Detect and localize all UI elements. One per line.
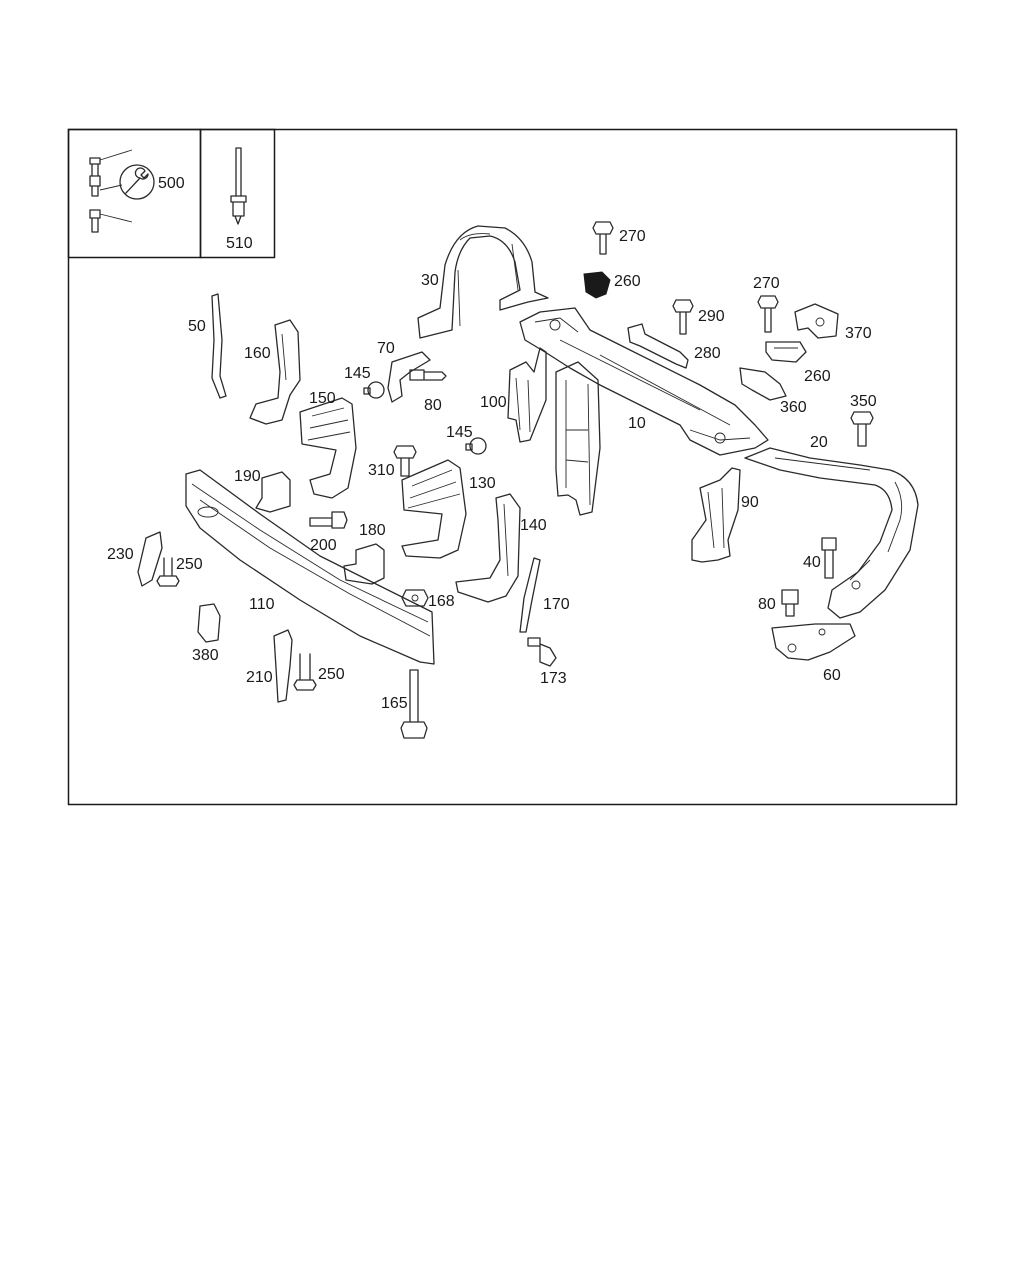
- part-140-strut: [455, 493, 521, 603]
- part-210-bracket: [273, 629, 293, 703]
- callout-90: 90: [741, 494, 759, 511]
- bolt-200: [309, 511, 348, 529]
- callout-200: 200: [310, 537, 337, 554]
- callout-80b: 80: [758, 596, 776, 613]
- bolt-270b: [757, 295, 779, 333]
- part-370-clip: [794, 303, 839, 339]
- callout-260b: 260: [804, 368, 831, 385]
- callout-50: 50: [188, 318, 206, 335]
- bolt-80b: [781, 589, 799, 617]
- legend-part-number-510: 510: [226, 235, 253, 252]
- callout-370: 370: [845, 325, 872, 342]
- diagram-frame: [67, 128, 958, 806]
- callout-230: 230: [107, 546, 134, 563]
- part-110-bumper-beam: [185, 469, 435, 665]
- callout-130: 130: [469, 475, 496, 492]
- bolt-250b: [293, 653, 317, 691]
- callout-100: 100: [480, 394, 507, 411]
- callout-270b: 270: [753, 275, 780, 292]
- callout-270a: 270: [619, 228, 646, 245]
- wrench-icon: [119, 164, 155, 200]
- callout-170: 170: [543, 596, 570, 613]
- bolt-40: [821, 537, 837, 579]
- part-90-bracket: [691, 467, 741, 563]
- callout-30: 30: [421, 272, 439, 289]
- callout-40: 40: [803, 554, 821, 571]
- part-10-cross-member: [519, 307, 769, 456]
- part-30-bracket: [417, 225, 549, 339]
- part-50-strap: [211, 293, 227, 399]
- part-260b-clip: [765, 341, 807, 363]
- bolt-290: [672, 299, 694, 335]
- callout-150: 150: [309, 390, 336, 407]
- bolt-270a: [592, 221, 614, 255]
- nut-168: [401, 589, 429, 607]
- callout-168: 168: [428, 593, 455, 610]
- legend-part-number-500: 500: [158, 175, 185, 192]
- callout-180: 180: [359, 522, 386, 539]
- part-160-bracket: [249, 319, 301, 425]
- bolt-165: [400, 669, 428, 739]
- callout-290: 290: [698, 308, 725, 325]
- callout-20: 20: [810, 434, 828, 451]
- clip-145b: [465, 437, 487, 455]
- callout-260a: 260: [614, 273, 641, 290]
- legend-box-rivet: [199, 128, 276, 259]
- legend-box-wrench: [67, 128, 202, 259]
- part-150-bracket: [299, 397, 357, 499]
- clip-145a: [363, 381, 385, 399]
- callout-145b: 145: [446, 424, 473, 441]
- part-180-bracket: [343, 543, 385, 585]
- part-280-strut: [627, 323, 689, 369]
- part-70-bracket: [387, 351, 431, 403]
- callout-250a: 250: [176, 556, 203, 573]
- part-10-vertical-member: [555, 361, 601, 516]
- callout-280: 280: [694, 345, 721, 362]
- callout-310: 310: [368, 462, 395, 479]
- bolt-250a: [156, 557, 180, 587]
- callout-210: 210: [246, 669, 273, 686]
- callout-165: 165: [381, 695, 408, 712]
- callout-250b: 250: [318, 666, 345, 683]
- part-380-clip: [197, 603, 221, 643]
- rivet-icon: [230, 147, 247, 225]
- part-130-bracket: [401, 459, 467, 559]
- callout-380: 380: [192, 647, 219, 664]
- callout-350: 350: [850, 393, 877, 410]
- part-170-strap: [519, 557, 541, 633]
- part-260a-clip: [583, 271, 611, 299]
- callout-80a: 80: [424, 397, 442, 414]
- callout-70: 70: [377, 340, 395, 357]
- callout-190: 190: [234, 468, 261, 485]
- callout-10: 10: [628, 415, 646, 432]
- bolt-350: [850, 411, 874, 447]
- part-60-foot: [771, 623, 856, 661]
- bolt-173: [527, 637, 557, 667]
- part-20-arch-member: [744, 447, 919, 619]
- callout-60: 60: [823, 667, 841, 684]
- part-230-bracket: [137, 531, 163, 587]
- bolt-set-icon: [89, 149, 133, 233]
- part-360-plate: [739, 367, 787, 401]
- callout-110: 110: [249, 596, 275, 613]
- part-100-bracket: [507, 347, 547, 443]
- bolt-80a: [409, 369, 447, 381]
- callout-160: 160: [244, 345, 271, 362]
- callout-173: 173: [540, 670, 567, 687]
- callout-360: 360: [780, 399, 807, 416]
- callout-140: 140: [520, 517, 547, 534]
- callout-145a: 145: [344, 365, 371, 382]
- bolt-310: [393, 445, 417, 477]
- part-190-bracket: [255, 471, 291, 513]
